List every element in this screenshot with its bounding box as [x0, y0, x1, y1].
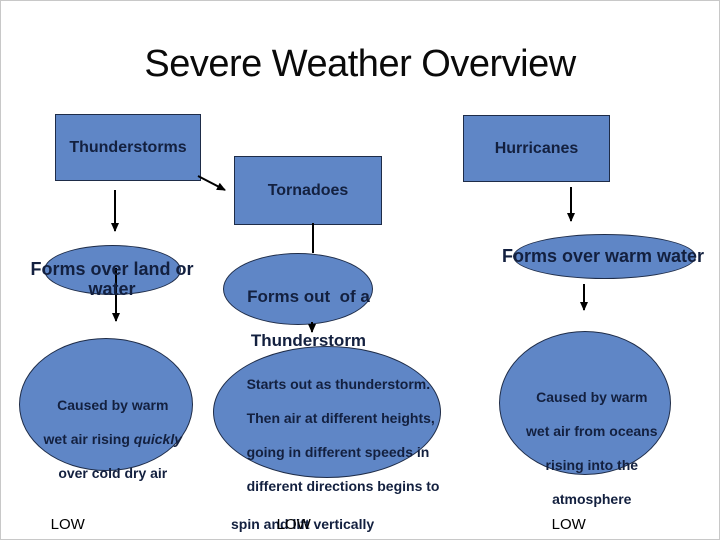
hurricane-cause-text: Caused by warm wet air from oceans risin… [504, 372, 664, 525]
tornadoes-box: Tornadoes [234, 156, 382, 225]
forms-over-land-text: Forms over land or water [30, 259, 199, 299]
hurricane-cause-line4: atmosphere [552, 491, 632, 507]
thunderstorm-cause-text: Caused by warm wet air rising quickly ov… [25, 380, 185, 499]
low-pressure-label-hurricanes: LOW pressure [535, 493, 610, 539]
tornadoes-box-label: Tornadoes [267, 181, 349, 199]
hurricane-cause-line3: rising into the [545, 457, 639, 473]
tornado-desc-line3: going in different speeds in [246, 444, 430, 460]
forms-out-line2: Thunderstorm [250, 331, 367, 350]
thunderstorm-cause-line2-italic: quickly [133, 431, 183, 447]
thunderstorm-cause-ellipse [19, 338, 193, 471]
forms-over-warm-water-ellipse [513, 234, 696, 279]
thunderstorm-cause-line1: Caused by warm [57, 397, 169, 413]
low-text: LOW [50, 516, 85, 533]
hurricanes-box-label: Hurricanes [494, 139, 579, 157]
hurricanes-box: Hurricanes [463, 115, 610, 182]
tornado-desc-line4: different directions begins to [246, 478, 440, 494]
thunderstorm-cause-line2: wet air rising [43, 431, 134, 447]
hurricane-cause-line2: wet air from oceans [526, 423, 658, 439]
low-pressure-label-thunderstorms: LOW pressure [34, 493, 109, 539]
tornado-desc-line2: Then air at different heights, [246, 410, 435, 426]
forms-over-warm-water-text: Forms over warm water [501, 246, 705, 266]
tornado-description-text: Starts out as thunderstorm. Then air at … [231, 359, 443, 539]
hurricane-cause-line1: Caused by warm [536, 389, 648, 405]
hurricane-cause-ellipse [499, 331, 671, 475]
arrow-thunderstorms-to-tornadoes [197, 175, 226, 191]
tornado-desc-line5: spin and lift vertically [231, 516, 375, 532]
forms-out-of-thunderstorm-ellipse [223, 253, 373, 325]
tornado-desc-line1: Starts out as thunderstorm. [246, 376, 431, 392]
low-pressure-label-tornadoes: LOW pressure [260, 493, 335, 539]
thunderstorms-box-label: Thunderstorms [69, 138, 187, 156]
low-text: LOW [276, 516, 311, 533]
thunderstorm-cause-line3: over cold dry air [58, 465, 168, 481]
forms-over-land-ellipse [44, 245, 181, 295]
tornado-description-ellipse [213, 346, 441, 478]
slide-title: Severe Weather Overview [144, 43, 576, 85]
forms-out-of-thunderstorm-text: Forms out of a Thunderstorm [219, 264, 379, 374]
thunderstorms-box: Thunderstorms [55, 114, 201, 181]
forms-out-line1: Forms out of a [247, 287, 370, 306]
low-text: LOW [551, 516, 586, 533]
